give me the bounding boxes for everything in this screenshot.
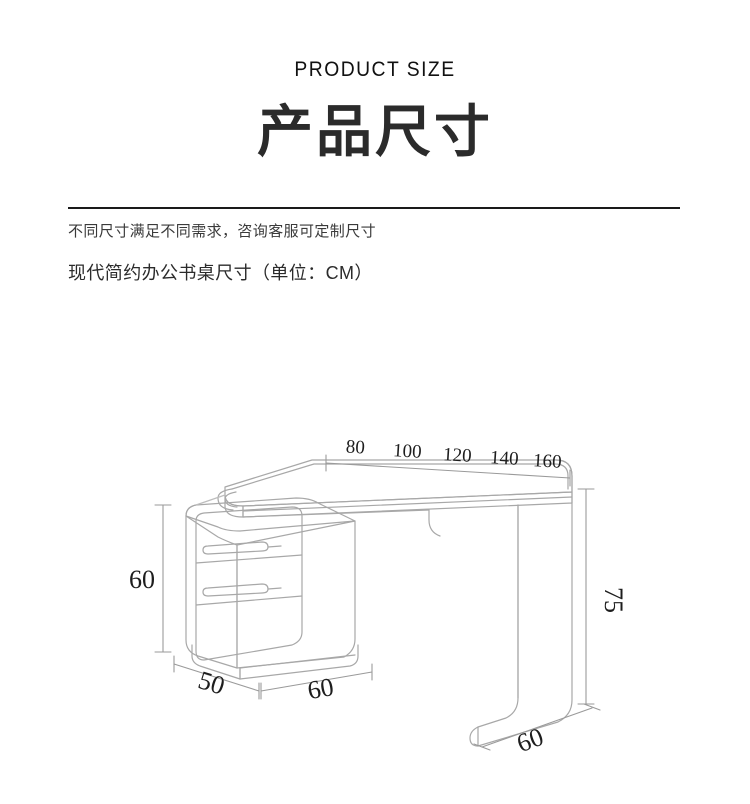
dim-cabinet-height-60: 60 [129, 565, 155, 594]
dim-width-80: 80 [345, 436, 365, 458]
dim-width-100: 100 [392, 440, 422, 463]
desk-right-leg [469, 459, 573, 747]
dim-cabinet-depth-50: 50 [195, 665, 228, 700]
dimension-line-desk-height [577, 488, 595, 705]
page-eyebrow: PRODUCT SIZE [294, 58, 456, 81]
dimension-line-cabinet-height [154, 504, 172, 653]
subtitle-desk-dimensions: 现代简约办公书桌尺寸（单位：CM） [68, 263, 373, 283]
dimension-line-desk-depth [473, 703, 601, 751]
subtitle-custom-size: 不同尺寸满足不同需求，咨询客服可定制尺寸 [68, 223, 377, 240]
dimension-line-cabinet-depth [173, 655, 260, 700]
dimension-line-width-top [325, 454, 571, 487]
dim-width-120: 120 [442, 444, 472, 467]
header-divider [68, 207, 680, 209]
dim-width-140: 140 [489, 447, 519, 470]
dim-width-160: 160 [532, 450, 562, 473]
page-title: 产品尺寸 [257, 100, 493, 163]
dimension-line-cabinet-width [260, 663, 373, 700]
cabinet-pedestal [185, 497, 359, 680]
dim-desk-height-75: 75 [599, 587, 628, 613]
desk-left-panel-edge [242, 509, 441, 537]
dim-cabinet-width-60: 60 [305, 672, 336, 705]
